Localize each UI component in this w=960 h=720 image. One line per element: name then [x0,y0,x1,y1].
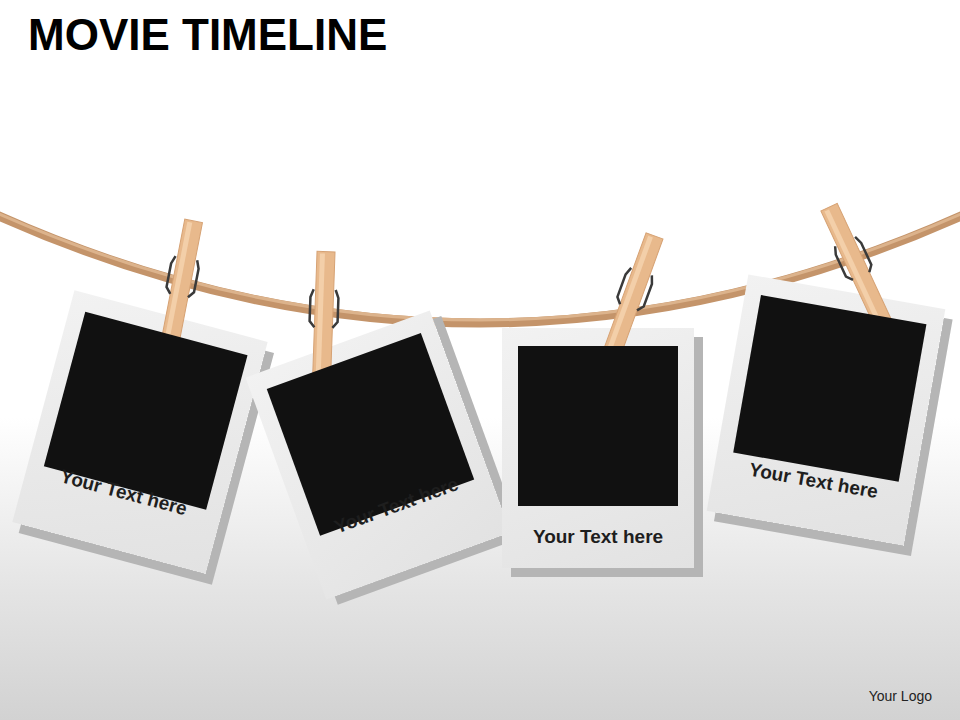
photo-area [518,346,678,506]
card-caption: Your Text here [502,526,694,548]
polaroid-frame: Your Text here [502,328,694,568]
photo-area [733,295,926,482]
slide-title: MOVIE TIMELINE [28,10,387,60]
logo-placeholder: Your Logo [869,688,932,704]
polaroid-frame: Your Text here [12,290,267,574]
polaroid-frame: Your Text here [707,274,946,545]
polaroid-frame: Your Text here [246,311,511,600]
